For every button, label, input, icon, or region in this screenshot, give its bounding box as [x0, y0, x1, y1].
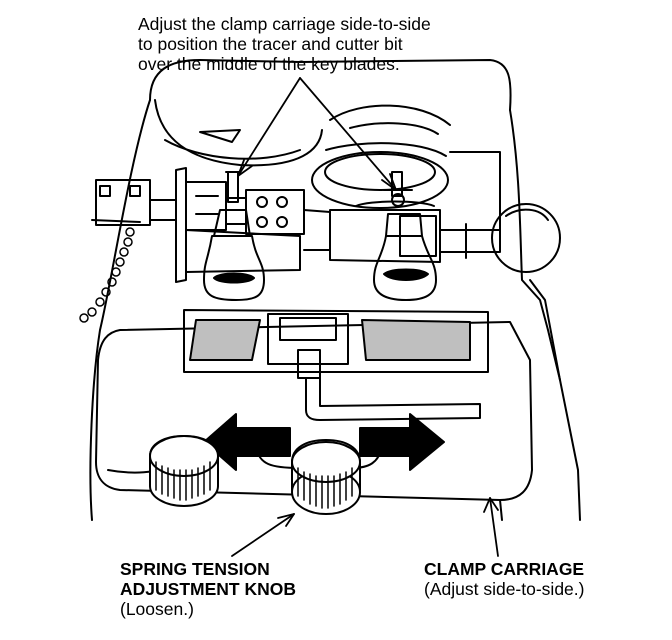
clamp-label-line-2: (Adjust side-to-side.) — [424, 579, 585, 599]
left-key — [203, 209, 265, 301]
carriage-handle — [439, 203, 561, 273]
spring-tension-knob-label: SPRING TENSION ADJUSTMENT KNOB (Loosen.) — [120, 559, 296, 619]
clamp-carriage-label: CLAMP CARRIAGE (Adjust side-to-side.) — [424, 559, 584, 599]
right-key — [373, 213, 437, 301]
spring-tension-knob — [291, 439, 361, 515]
left-bracket — [91, 179, 177, 226]
chain — [79, 227, 135, 323]
spring-label-line-3: (Loosen.) — [120, 599, 194, 619]
left-knob — [149, 435, 219, 507]
spring-label-line-2: ADJUSTMENT KNOB — [120, 579, 296, 599]
tracer-pin — [225, 171, 241, 203]
clamp-label-line-1: CLAMP CARRIAGE — [424, 559, 585, 579]
cutter-head — [299, 59, 512, 231]
machine-base — [89, 99, 581, 521]
pointer-lines — [231, 77, 499, 557]
carriage-block — [183, 309, 489, 373]
side-to-side-arrow — [203, 413, 445, 471]
right-clamp — [303, 200, 441, 263]
left-clamp — [175, 167, 305, 283]
tracer-adjustment-note: Adjust the clamp carriage side-to-side t… — [138, 14, 431, 74]
note-line-2: to position the tracer and cutter bit — [138, 34, 403, 54]
tracer-head — [149, 59, 323, 167]
note-line-3: over the middle of the key blades. — [138, 54, 400, 74]
l-rod — [297, 349, 481, 421]
note-line-1: Adjust the clamp carriage side-to-side — [138, 14, 431, 34]
spring-label-line-1: SPRING TENSION — [120, 559, 270, 579]
